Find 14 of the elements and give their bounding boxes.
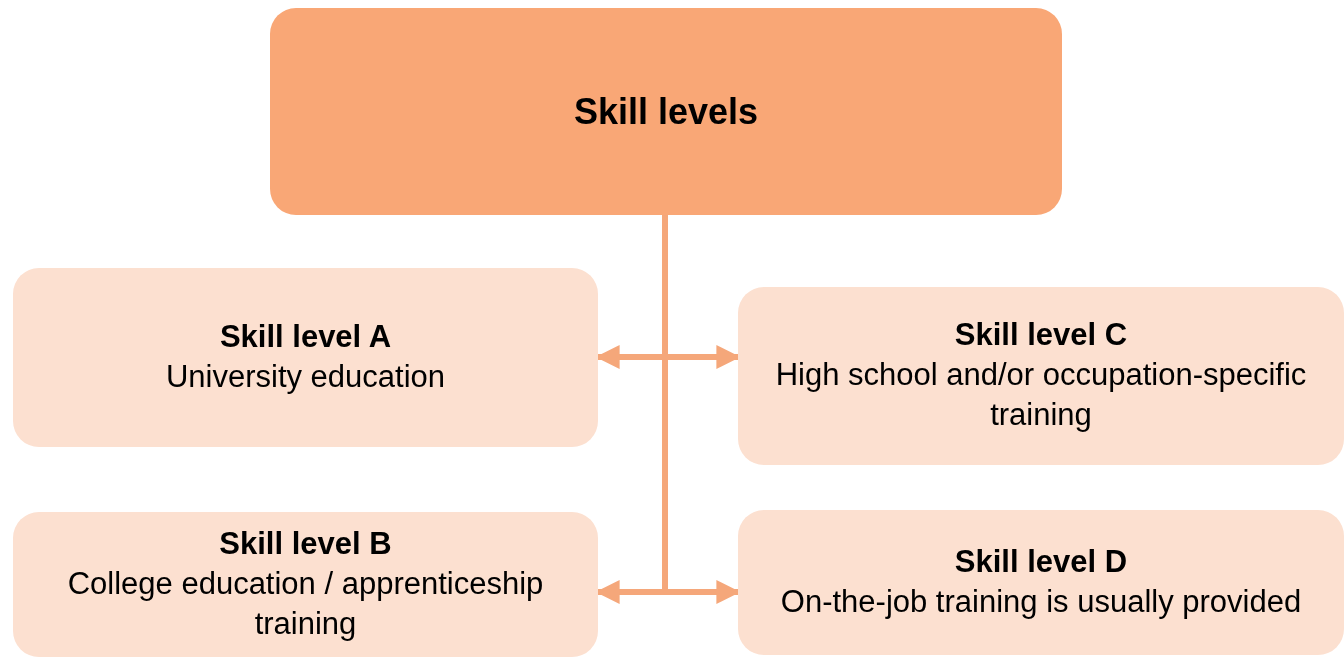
box-description: High school and/or occupation-specific training [774, 356, 1308, 435]
level-box [13, 268, 598, 447]
box-heading: Skill levels [573, 90, 759, 134]
box-heading: Skill level D [954, 542, 1128, 581]
box-description: On-the-job training is usually provided [780, 582, 1302, 621]
title-box [270, 8, 1062, 215]
box-description: College education / apprenticeship training [66, 564, 545, 643]
box-heading: Skill level B [219, 524, 392, 563]
box-description: University education [165, 357, 446, 396]
level-box [738, 287, 1344, 465]
level-box [13, 512, 598, 657]
box-heading: Skill level A [219, 317, 392, 356]
box-heading: Skill level C [954, 316, 1128, 355]
level-box [738, 510, 1344, 655]
